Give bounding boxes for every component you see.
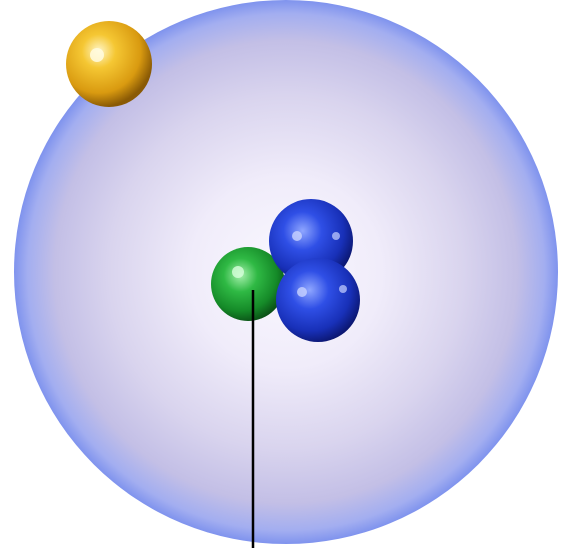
proton-bottom [276,258,360,342]
nucleus [211,199,360,342]
neutron [211,247,285,321]
electron [66,21,152,107]
